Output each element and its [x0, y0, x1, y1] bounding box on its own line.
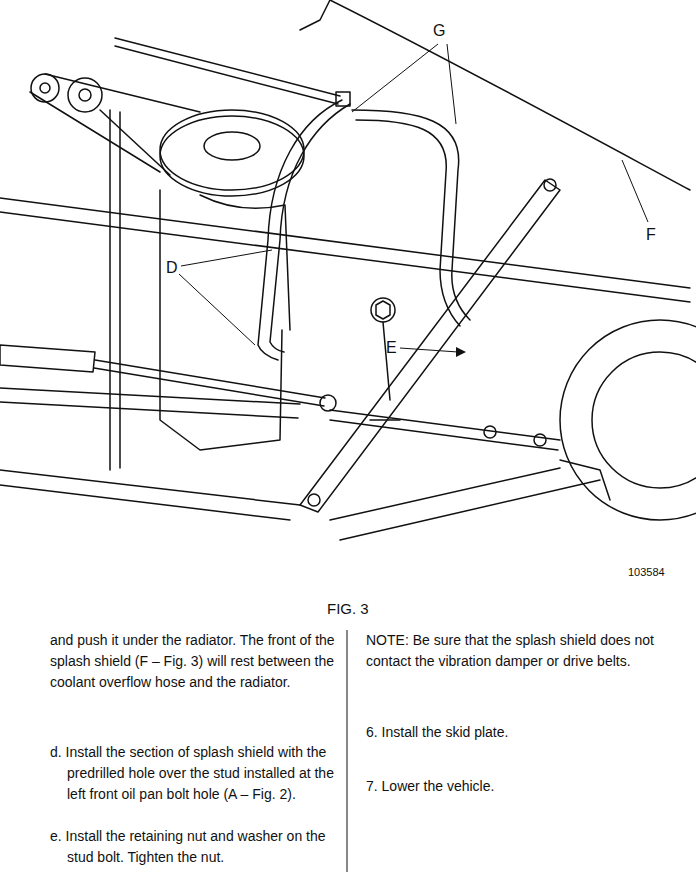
- body-text: and push it under the radiator. The fron…: [50, 630, 335, 693]
- rod-end: [534, 434, 546, 446]
- leader-line: [622, 160, 648, 222]
- figure-number: 103584: [628, 566, 665, 579]
- nut-hex: [376, 301, 390, 319]
- callout-letter: F: [646, 226, 656, 244]
- arrowhead: [456, 347, 466, 357]
- boot: [560, 460, 610, 500]
- leader-line: [447, 44, 456, 124]
- radiator-side: [110, 110, 120, 470]
- step-text: 6. Install the skid plate.: [366, 722, 678, 743]
- brace: [300, 180, 560, 512]
- fitting: [336, 92, 350, 106]
- leader-line: [179, 274, 255, 345]
- column-rule: [347, 630, 348, 872]
- vibration-damper: [160, 110, 304, 190]
- pulley-hub: [40, 83, 50, 93]
- hose: [258, 100, 350, 360]
- bolt: [544, 179, 556, 191]
- damper-hub: [204, 132, 260, 160]
- leader-lines: [179, 44, 648, 352]
- tube: [115, 38, 340, 104]
- drive-belt: [30, 74, 200, 175]
- rod-end: [320, 395, 336, 411]
- wheel: [592, 352, 696, 488]
- nut: [371, 298, 395, 322]
- step-text: 7. Lower the vehicle.: [366, 776, 678, 797]
- steering-damper: [0, 345, 95, 372]
- tire: [560, 320, 696, 520]
- step-text: e. Install the retaining nut and washer …: [50, 826, 352, 868]
- lower-frame: [330, 468, 600, 540]
- tie-rod: [330, 410, 560, 450]
- bolt: [308, 494, 320, 506]
- step-text: d. Install the section of splash shield …: [50, 742, 352, 805]
- pulley-hub: [79, 89, 91, 101]
- vibration-damper-rim: [160, 116, 304, 196]
- splash-shield: [330, 0, 690, 190]
- leader-line: [400, 348, 458, 352]
- idler-pulley: [31, 74, 59, 102]
- leader-line: [181, 250, 272, 266]
- callout-letter: G: [433, 22, 445, 40]
- callout-letter: D: [166, 259, 178, 277]
- shroud: [200, 195, 290, 330]
- leader-line: [352, 44, 438, 112]
- figure-caption: FIG. 3: [327, 600, 369, 618]
- splash-shield-edge: [300, 0, 330, 30]
- hose: [352, 110, 470, 326]
- note-text: NOTE: Be sure that the splash shield doe…: [366, 630, 661, 672]
- frame-rail: [0, 388, 300, 520]
- tie-bar: [0, 198, 690, 302]
- engine-bay-drawing: [0, 0, 696, 540]
- callout-letter: E: [386, 339, 397, 357]
- rod-end: [484, 426, 496, 438]
- stud: [370, 322, 400, 420]
